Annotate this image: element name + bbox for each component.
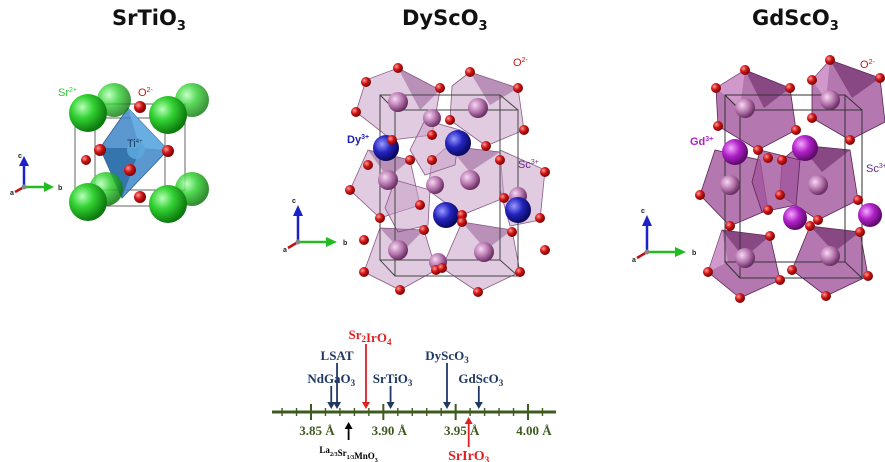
scale-marker-arrowhead — [442, 402, 451, 409]
sc-atoms-dysco3 — [378, 92, 527, 271]
title-srtio3: SrTiO3 — [112, 6, 186, 35]
axis-label-c: c — [18, 153, 22, 160]
axis-label-c: c — [292, 198, 296, 205]
axis-label-a: a — [283, 247, 287, 254]
label-o-gdsco3: O2- — [860, 59, 875, 71]
label-gd: Gd3+ — [690, 136, 713, 148]
o-atoms-gdsco3 — [695, 55, 885, 303]
sr-atoms — [69, 83, 209, 223]
label-sc-gdsco3: Sc3+ — [866, 163, 885, 175]
o-atoms-dysco3 — [345, 63, 550, 297]
axis-label-a: a — [10, 190, 14, 197]
sc-atoms-gdsco3 — [720, 90, 840, 268]
scale-marker-label: SrTiO3 — [373, 371, 413, 388]
scale-marker-label: SrIrO3 — [448, 449, 490, 462]
scale-marker-label: La2/3Sr1/3MnO3 — [319, 445, 377, 462]
lattice-parameter-scale: 3.85 Å 3.90 Å 3.95 Å 4.00 Å NdGaO3 LSATSr2Ir… — [272, 327, 556, 462]
label-o-dysco3: O2- — [513, 57, 528, 69]
scale-marker-arrowhead — [474, 402, 483, 409]
srtio3-structure: Sr2+ O2- Ti4+ — [58, 83, 209, 223]
scale-tick-label: 3.90 Å — [372, 423, 408, 438]
scale-marker-arrowhead — [464, 417, 473, 424]
title-gdsco3: GdScO3 — [752, 6, 839, 35]
scale-marker-label: GdScO3 — [458, 371, 503, 388]
scale-tick-label: 3.85 Å — [299, 423, 335, 438]
o-atoms — [81, 101, 174, 203]
axis-label-c: c — [641, 208, 645, 215]
scale-marker-arrowhead — [333, 402, 342, 409]
scale-marker-arrowhead — [361, 402, 370, 409]
label-ti: Ti4+ — [127, 138, 143, 150]
axis-triad-srtio3: c b a — [10, 153, 62, 197]
scale-tick-label: 3.95 Å — [444, 423, 480, 438]
axis-label-b: b — [343, 240, 347, 247]
scale-tick-label: 4.00 Å — [516, 423, 552, 438]
label-dy: Dy3+ — [347, 134, 369, 146]
axis-label-a: a — [632, 257, 636, 264]
label-sc-dysco3: Sc3+ — [518, 159, 539, 171]
label-o-srtio3: O2- — [138, 87, 153, 99]
axis-label-b: b — [58, 185, 62, 192]
dysco3-structure: O2- Dy3+ Sc3+ — [345, 57, 550, 297]
axis-triad-gdsco3: c b a — [632, 208, 696, 264]
axis-triad-dysco3: c b a — [283, 198, 347, 254]
gd-atoms — [722, 135, 882, 230]
scale-marker-arrowhead — [386, 402, 395, 409]
gdsco3-structure: O2- Gd3+ Sc3+ — [690, 55, 885, 303]
axis-label-b: b — [692, 250, 696, 257]
scale-marker-arrowhead — [327, 402, 336, 409]
scale-marker-arrowhead — [344, 422, 353, 429]
ti-octahedron — [99, 107, 169, 199]
scale-marker-label: NdGaO3 — [307, 371, 355, 388]
scale-marker-label: Sr2IrO4 — [348, 327, 391, 347]
label-sr: Sr2+ — [58, 87, 77, 99]
scale-marker-label: DyScO3 — [425, 348, 469, 365]
title-dyscO3: DyScO3 — [402, 6, 488, 35]
scale-marker-label: LSAT — [321, 348, 354, 363]
